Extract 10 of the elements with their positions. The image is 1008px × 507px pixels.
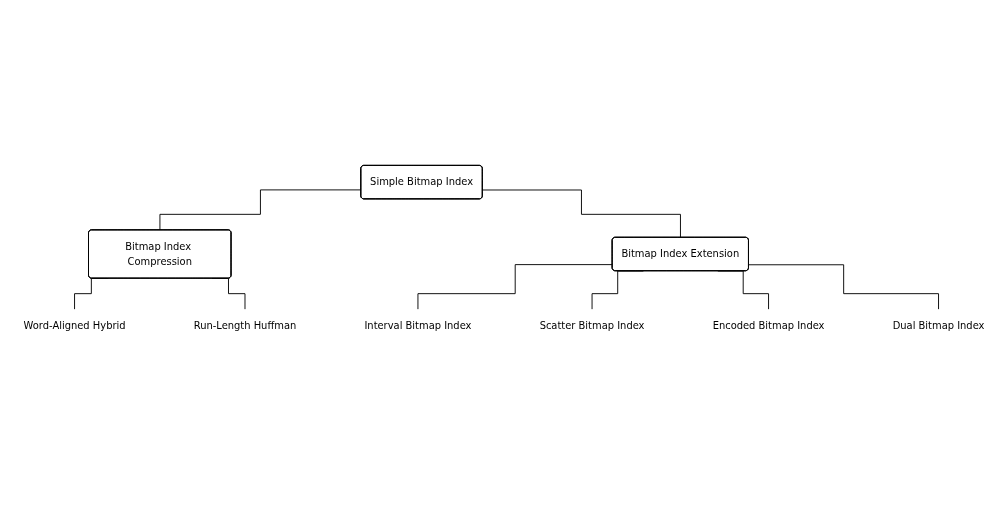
connector [482, 189, 682, 238]
node-text: Scatter Bitmap Index [539, 319, 645, 331]
node-text: Encoded Bitmap Index [712, 319, 825, 331]
connector [417, 263, 613, 310]
node-text: Dual Bitmap Index [892, 319, 985, 331]
node-text: Interval Bitmap Index [364, 319, 472, 331]
connector [748, 263, 939, 310]
node-text: Run-Length Huffman [193, 319, 297, 331]
connector [159, 188, 362, 231]
node-text: Word-Aligned Hybrid [23, 319, 126, 331]
